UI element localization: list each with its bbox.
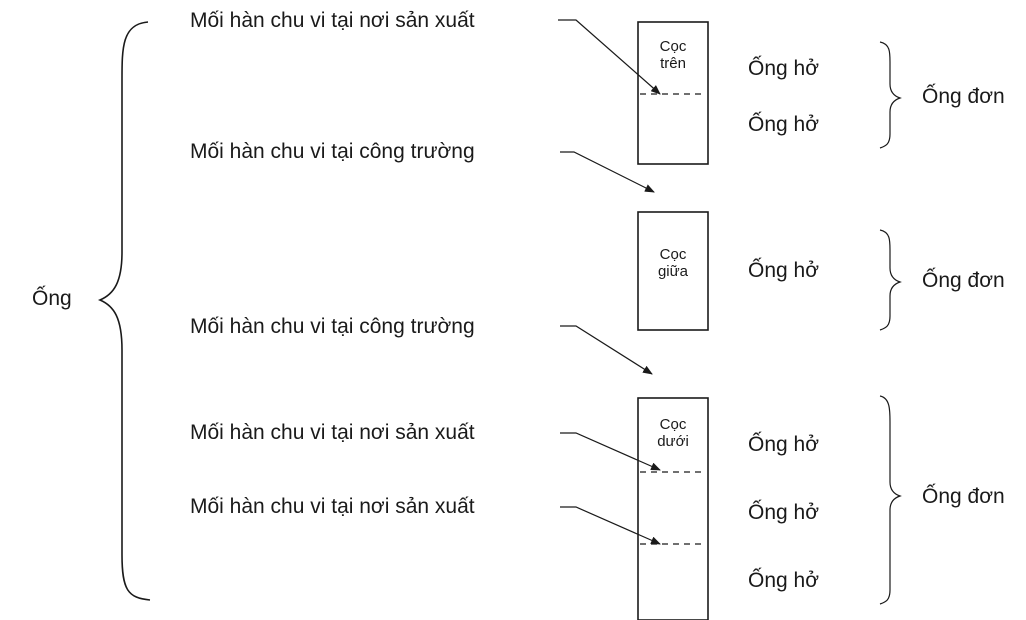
right-brace-middle — [879, 229, 902, 331]
weld-label-factory-bottom-2: Mối hàn chu vi tại nơi sản xuất — [190, 495, 475, 518]
pile-label-bottom-line1: Cọc — [659, 416, 687, 433]
weld-label-site-lower: Mối hàn chu vi tại công trường — [190, 315, 475, 338]
pile-bottom-rect — [637, 397, 709, 620]
pile-label-middle-line2: giữa — [657, 263, 689, 281]
pile-label-top: Cọc trên — [638, 38, 708, 73]
left-brace — [97, 21, 151, 601]
right-brace-bottom — [879, 395, 902, 605]
single-pipe-label-top: Ống đơn — [922, 85, 1005, 108]
open-pipe-label-6: Ống hở — [748, 569, 819, 592]
single-pipe-label-bottom: Ống đơn — [922, 485, 1005, 508]
open-pipe-label-2: Ống hở — [748, 113, 819, 136]
leader-line-2 — [560, 151, 655, 193]
open-pipe-label-5: Ống hở — [748, 501, 819, 524]
weld-label-factory-top: Mối hàn chu vi tại nơi sản xuất — [190, 9, 475, 32]
pile-label-middle-line1: Cọc — [659, 246, 687, 263]
pile-label-bottom-line2: dưới — [657, 433, 689, 451]
leader-line-1 — [558, 19, 661, 95]
single-pipe-label-middle: Ống đơn — [922, 269, 1005, 292]
leader-line-4 — [560, 432, 661, 471]
leader-line-3 — [560, 325, 653, 375]
pile-label-top-line2: trên — [660, 55, 686, 73]
open-pipe-label-1: Ống hở — [748, 57, 819, 80]
open-pipe-label-3: Ống hở — [748, 259, 819, 282]
weld-label-factory-bottom-1: Mối hàn chu vi tại nơi sản xuất — [190, 421, 475, 444]
pile-label-bottom: Cọc dưới — [638, 416, 708, 451]
pipe-label: Ống — [32, 287, 72, 310]
leader-line-5 — [560, 506, 661, 545]
pile-label-middle: Cọc giữa — [638, 246, 708, 281]
pile-middle-rect — [637, 211, 709, 331]
pile-top-rect — [637, 21, 709, 165]
weld-label-site-upper: Mối hàn chu vi tại công trường — [190, 140, 475, 163]
right-brace-top — [879, 41, 902, 149]
open-pipe-label-4: Ống hở — [748, 433, 819, 456]
pile-label-top-line1: Cọc — [659, 38, 687, 55]
